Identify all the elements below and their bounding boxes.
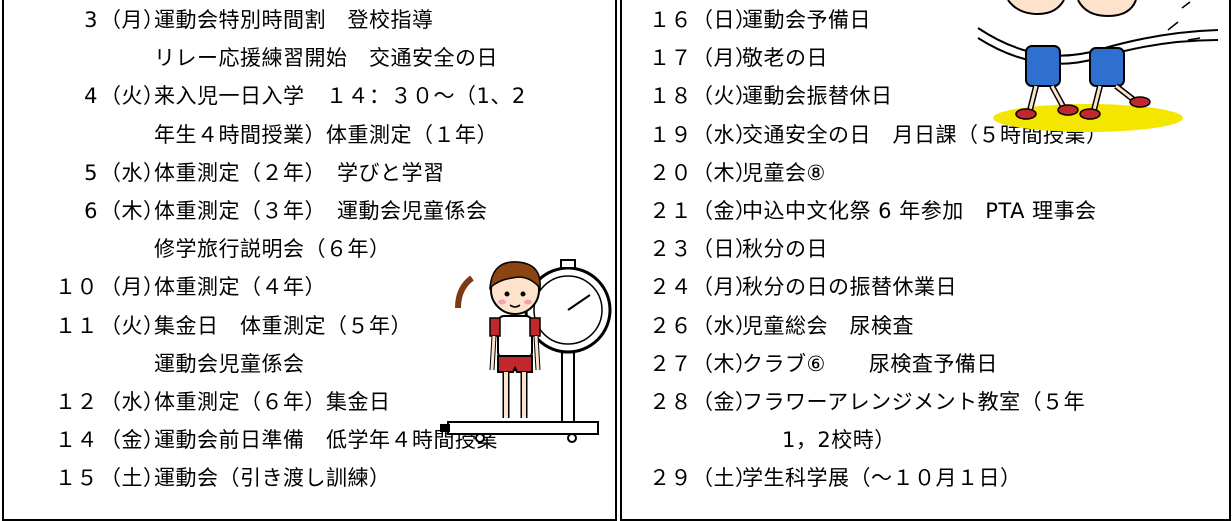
schedule-day: 4 bbox=[84, 84, 98, 109]
schedule-row: １６（日）運動会予備日 bbox=[622, 4, 1229, 36]
schedule-event-text: 体重測定（２年） 学びと学習 bbox=[154, 160, 445, 185]
schedule-row: １２（水）体重測定（６年）集金日 bbox=[4, 386, 615, 418]
schedule-event-text: 運動会（引き渡し訓練） bbox=[154, 466, 391, 491]
schedule-event-text: フラワーアレンジメント教室（５年 bbox=[742, 390, 1086, 414]
schedule-day: 5 bbox=[84, 160, 98, 185]
schedule-event-text: 敬老の日 bbox=[742, 46, 828, 71]
schedule-event-text: 運動会予備日 bbox=[742, 8, 871, 32]
schedule-row: ２０（木）児童会⑧ bbox=[622, 157, 1229, 189]
schedule-row: ２１（金）中込中文化祭 6 年参加 PTA 理事会 bbox=[622, 195, 1229, 227]
runners-finish-line-illustration bbox=[977, 0, 1219, 132]
schedule-row: 3（月）運動会特別時間割 登校指導 bbox=[4, 4, 615, 36]
schedule-row: １０（月）体重測定（４年） bbox=[4, 271, 615, 303]
schedule-weekday: （火） bbox=[692, 84, 757, 109]
schedule-row: ２９（土）学生科学展（～１０月１日） bbox=[622, 462, 1229, 494]
schedule-weekday: （水） bbox=[692, 313, 757, 338]
schedule-weekday: （土） bbox=[100, 466, 165, 491]
schedule-weekday: （金） bbox=[100, 428, 165, 453]
schedule-event-text: 運動会特別時間割 登校指導 bbox=[154, 8, 434, 32]
schedule-weekday: （水） bbox=[100, 390, 165, 414]
schedule-continuation-text: 年生４時間授業）体重測定（１年） bbox=[154, 122, 498, 147]
schedule-continuation-text: リレー応援練習開始 交通安全の日 bbox=[154, 46, 498, 71]
schedule-weekday: （木） bbox=[100, 199, 165, 223]
schedule-day: １４ bbox=[55, 428, 98, 453]
schedule-event-text: 体重測定（３年） 運動会児童係会 bbox=[154, 199, 488, 223]
schedule-event-text: 秋分の日 bbox=[742, 237, 828, 262]
schedule-day: １６ bbox=[649, 8, 692, 32]
schedule-day: ２６ bbox=[649, 313, 692, 338]
schedule-weekday: （水） bbox=[692, 122, 757, 147]
schedule-event-text: 秋分の日の振替休業日 bbox=[742, 275, 957, 300]
schedule-continuation-text: 運動会児童係会 bbox=[154, 351, 305, 376]
schedule-row: 6（木）体重測定（３年） 運動会児童係会 bbox=[4, 195, 615, 227]
schedule-day: ２９ bbox=[649, 466, 692, 491]
schedule-row: １８（火）運動会振替休日 bbox=[622, 80, 1229, 112]
schedule-event-text: 運動会前日準備 低学年４時間授業 bbox=[154, 428, 498, 453]
schedule-event-text: 運動会振替休日 bbox=[742, 84, 893, 109]
schedule-row: ２７（木）クラブ⑥ 尿検査予備日 bbox=[622, 348, 1229, 380]
schedule-day: ２１ bbox=[649, 199, 692, 223]
schedule-day: １９ bbox=[649, 122, 692, 147]
schedule-weekday: （水） bbox=[100, 160, 165, 185]
schedule-day: ２８ bbox=[649, 390, 692, 414]
schedule-weekday: （金） bbox=[692, 390, 757, 414]
schedule-weekday: （木） bbox=[692, 351, 757, 376]
schedule-weekday: （土） bbox=[692, 466, 757, 491]
schedule-day: 3 bbox=[84, 8, 98, 32]
schedule-weekday: （火） bbox=[100, 313, 165, 338]
schedule-weekday: （月） bbox=[692, 46, 757, 71]
schedule-day: １７ bbox=[649, 46, 692, 71]
schedule-row: ２４（月）秋分の日の振替休業日 bbox=[622, 271, 1229, 303]
schedule-event-text: クラブ⑥ 尿検査予備日 bbox=[742, 351, 998, 376]
schedule-row: １４（金）運動会前日準備 低学年４時間授業 bbox=[4, 424, 615, 456]
schedule-event-text: 児童総会 尿検査 bbox=[742, 313, 914, 338]
schedule-event-text: 中込中文化祭 6 年参加 PTA 理事会 bbox=[742, 199, 1097, 223]
schedule-day: １０ bbox=[55, 275, 98, 300]
schedule-row: ２８（金）フラワーアレンジメント教室（５年 bbox=[622, 386, 1229, 418]
schedule-event-text: 来入児一日入学 １４：３０～（1、2 bbox=[154, 84, 526, 109]
schedule-day: 6 bbox=[84, 199, 98, 223]
girl-on-scale-illustration bbox=[440, 259, 612, 443]
schedule-day: ２３ bbox=[649, 237, 692, 262]
schedule-weekday: （日） bbox=[692, 8, 757, 32]
schedule-event-text: 体重測定（４年） bbox=[154, 275, 326, 300]
schedule-weekday: （月） bbox=[100, 275, 165, 300]
schedule-weekday: （火） bbox=[100, 84, 165, 109]
schedule-event-text: 集金日 体重測定（５年） bbox=[154, 313, 412, 338]
schedule-day: １２ bbox=[55, 390, 98, 414]
schedule-row: １５（土）運動会（引き渡し訓練） bbox=[4, 462, 615, 494]
schedule-continuation-text: 1，2校時） bbox=[782, 428, 896, 453]
schedule-weekday: （月） bbox=[692, 275, 757, 300]
schedule-day: １８ bbox=[649, 84, 692, 109]
schedule-day: ２０ bbox=[649, 160, 692, 185]
schedule-event-text: 体重測定（６年）集金日 bbox=[154, 390, 391, 414]
schedule-weekday: （木） bbox=[692, 160, 757, 185]
schedule-weekday: （月） bbox=[100, 8, 165, 32]
schedule-row: １１（火）集金日 体重測定（５年） bbox=[4, 310, 615, 342]
schedule-weekday: （日） bbox=[692, 237, 757, 262]
schedule-row: ２６（水）児童総会 尿検査 bbox=[622, 310, 1229, 342]
schedule-day: ２７ bbox=[649, 351, 692, 376]
schedule-weekday: （金） bbox=[692, 199, 757, 223]
schedule-row: １７（月）敬老の日 bbox=[622, 42, 1229, 74]
schedule-event-text: 学生科学展（～１０月１日） bbox=[742, 466, 1022, 491]
schedule-continuation-text: 修学旅行説明会（６年） bbox=[154, 237, 391, 262]
schedule-day: １５ bbox=[55, 466, 98, 491]
schedule-day: ２４ bbox=[649, 275, 692, 300]
schedule-row: 5（水）体重測定（２年） 学びと学習 bbox=[4, 157, 615, 189]
schedule-event-text: 児童会⑧ bbox=[742, 160, 826, 185]
schedule-day: １１ bbox=[55, 313, 98, 338]
schedule-row: ２３（日）秋分の日 bbox=[622, 233, 1229, 265]
schedule-row: 4（火）来入児一日入学 １４：３０～（1、2 bbox=[4, 80, 615, 112]
